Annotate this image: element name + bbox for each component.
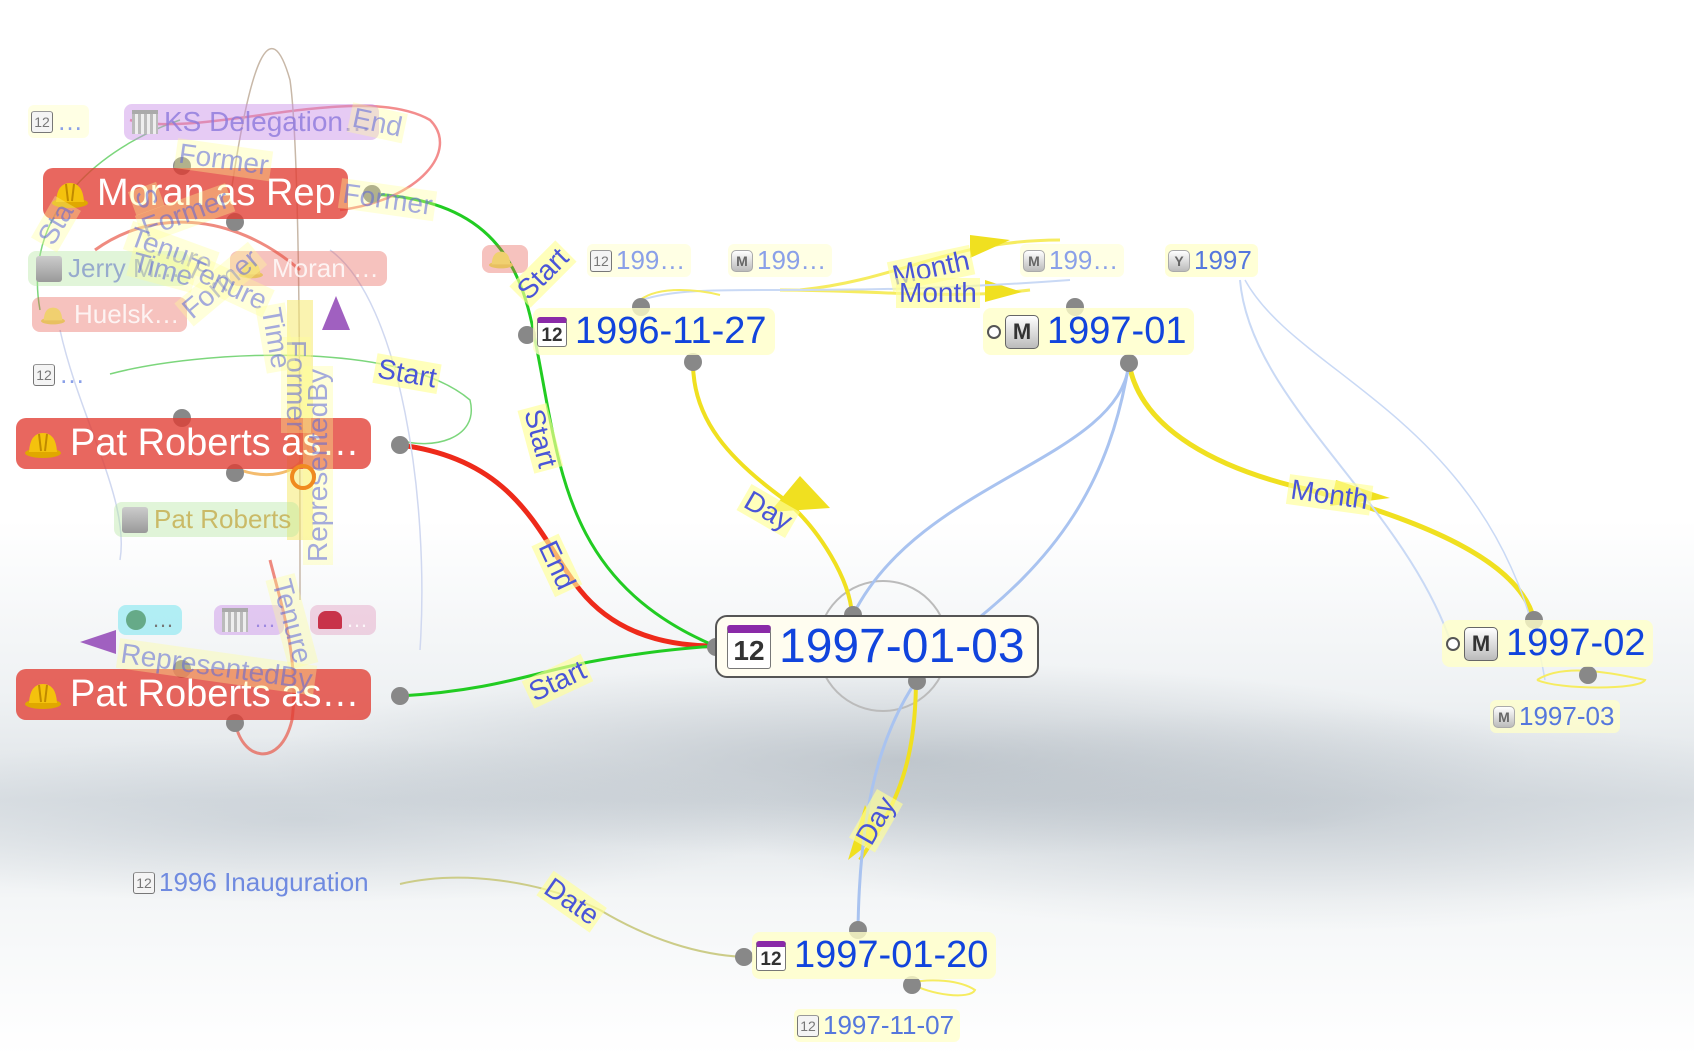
node-label: … bbox=[59, 359, 85, 389]
node-label: Huelsk… bbox=[74, 299, 180, 329]
link-dot[interactable] bbox=[1120, 354, 1138, 372]
node-label: 1997-01 bbox=[1047, 310, 1187, 352]
node-focus-date[interactable]: 12 1997-01-03 bbox=[715, 615, 1039, 678]
hard-hat-icon bbox=[239, 261, 263, 278]
year-icon: Y bbox=[1168, 249, 1190, 272]
node-ks-delegation[interactable]: KS Delegation… bbox=[124, 104, 380, 140]
month-icon: M bbox=[1464, 626, 1498, 661]
node-label: … bbox=[57, 106, 83, 136]
edge-label-month: Month bbox=[896, 278, 980, 308]
node-month-ellipsis-2[interactable]: M 199… bbox=[1020, 244, 1125, 277]
node-label: Pat Roberts bbox=[154, 504, 292, 534]
node-date-1997-11-07[interactable]: 12 1997-11-07 bbox=[794, 1009, 961, 1042]
node-label: Moran as Rep bbox=[97, 172, 336, 214]
month-icon: M bbox=[1023, 249, 1045, 272]
node-moran-as-rep[interactable]: Moran as Rep bbox=[43, 168, 348, 219]
calendar-icon: 12 bbox=[727, 624, 771, 669]
calendar-icon: 12 bbox=[31, 110, 53, 133]
hard-hat-icon bbox=[489, 251, 513, 269]
node-label: … bbox=[152, 607, 174, 632]
portrait-icon bbox=[122, 506, 148, 533]
link-dot[interactable] bbox=[684, 353, 702, 371]
node-label: 1997 bbox=[1194, 245, 1252, 275]
node-label: 199… bbox=[1049, 245, 1119, 275]
node-label: 1997-01-03 bbox=[779, 620, 1025, 673]
node-date-ellipsis-1[interactable]: 12 199… bbox=[587, 244, 692, 277]
expand-icon[interactable] bbox=[987, 324, 1001, 339]
node-hat-faint[interactable] bbox=[482, 245, 528, 273]
calendar-icon: 12 bbox=[537, 316, 567, 347]
link-day-upper bbox=[691, 362, 854, 616]
node-label: … bbox=[346, 607, 368, 632]
portrait-icon bbox=[36, 255, 62, 282]
node-pat-roberts-2[interactable]: Pat Roberts as… bbox=[16, 669, 372, 720]
node-label: 1996-11-27 bbox=[575, 310, 767, 352]
person-icon bbox=[126, 610, 146, 630]
node-cyan-ellipsis[interactable]: … bbox=[118, 605, 182, 635]
link-dot[interactable] bbox=[391, 436, 409, 454]
node-purple-ellipsis[interactable]: … bbox=[214, 605, 284, 635]
node-date-1997-01-20[interactable]: 12 1997-01-20 bbox=[752, 932, 997, 979]
link-dot[interactable] bbox=[735, 948, 753, 966]
node-huelsk[interactable]: Huelsk… bbox=[32, 297, 188, 332]
node-label: Moran … bbox=[272, 253, 379, 283]
calendar-icon: 12 bbox=[756, 940, 786, 971]
arrowhead-icon bbox=[322, 296, 350, 330]
calendar-icon: 12 bbox=[797, 1014, 819, 1037]
node-month-ellipsis-1[interactable]: M 199… bbox=[728, 244, 833, 277]
expand-icon[interactable] bbox=[1446, 636, 1460, 651]
capitol-icon bbox=[222, 608, 248, 632]
elephant-icon bbox=[318, 611, 342, 629]
node-label: 199… bbox=[757, 245, 827, 275]
node-inauguration[interactable]: 12 1996 Inauguration bbox=[130, 866, 375, 899]
node-label: KS Delegation… bbox=[164, 106, 372, 137]
link-start-green-lower bbox=[399, 644, 716, 698]
node-pat-roberts-person[interactable]: Pat Roberts bbox=[114, 502, 300, 537]
node-pat-roberts-1[interactable]: Pat Roberts as… bbox=[16, 418, 372, 469]
hard-hat-icon bbox=[41, 307, 65, 324]
link-blue-1 bbox=[851, 362, 1131, 616]
hard-hat-icon bbox=[25, 432, 61, 458]
node-label: … bbox=[254, 607, 276, 632]
link-start-green-upper bbox=[371, 192, 716, 648]
node-month-1997-03[interactable]: M 1997-03 bbox=[1490, 700, 1621, 733]
capitol-icon bbox=[132, 110, 158, 134]
node-label: 1997-02 bbox=[1506, 622, 1646, 664]
link-dot[interactable] bbox=[903, 976, 921, 994]
arrowhead-icon bbox=[80, 630, 116, 654]
link-dot[interactable] bbox=[518, 326, 536, 344]
node-label: Pat Roberts as… bbox=[70, 422, 360, 464]
node-label: 199… bbox=[616, 245, 686, 275]
node-label: 1997-01-20 bbox=[794, 934, 989, 976]
month-icon: M bbox=[1493, 705, 1515, 728]
calendar-icon: 12 bbox=[133, 871, 155, 894]
node-month-1997-01[interactable]: M 1997-01 bbox=[983, 308, 1195, 355]
node-label: 1997-11-07 bbox=[823, 1010, 955, 1040]
node-year-1997[interactable]: Y 1997 bbox=[1165, 244, 1258, 277]
hard-hat-icon bbox=[52, 182, 88, 208]
hard-hat-icon bbox=[25, 683, 61, 709]
node-date-1996-11-27[interactable]: 12 1996-11-27 bbox=[533, 308, 775, 355]
node-month-1997-02[interactable]: M 1997-02 bbox=[1442, 620, 1654, 667]
node-label: Jerry M… bbox=[68, 253, 181, 283]
link-dot[interactable] bbox=[391, 687, 409, 705]
ring-icon bbox=[290, 464, 316, 490]
calendar-icon: 12 bbox=[33, 363, 55, 386]
node-label: 1997-03 bbox=[1519, 701, 1615, 731]
month-icon: M bbox=[731, 249, 753, 272]
node-calendar-ellipsis-mid[interactable]: 12 … bbox=[30, 358, 91, 391]
node-moran-faint[interactable]: Moran … bbox=[230, 251, 387, 286]
node-label: 1996 Inauguration bbox=[159, 867, 369, 897]
node-calendar-ellipsis-top[interactable]: 12 … bbox=[28, 105, 89, 138]
link-dot[interactable] bbox=[363, 185, 381, 203]
link-dot[interactable] bbox=[1579, 666, 1597, 684]
node-jerry[interactable]: Jerry M… bbox=[28, 251, 189, 286]
calendar-icon: 12 bbox=[590, 249, 612, 272]
node-label: Pat Roberts as… bbox=[70, 673, 360, 715]
node-gop-ellipsis[interactable]: … bbox=[310, 605, 376, 635]
month-icon: M bbox=[1005, 314, 1039, 349]
